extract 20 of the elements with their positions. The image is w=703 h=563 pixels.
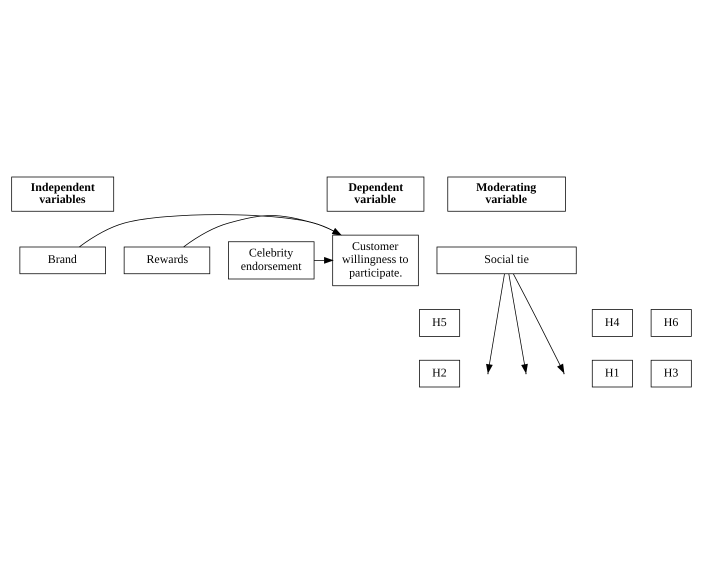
arrow — [314, 256, 334, 264]
arrow — [508, 273, 528, 374]
node-box: Brand — [20, 246, 106, 274]
node-box: Customer willingness to participate. — [332, 234, 419, 286]
node-box: Moderating variable — [447, 176, 566, 212]
node-box: H5 — [419, 308, 460, 336]
arrow — [78, 214, 342, 247]
node-box: Independent variables — [11, 176, 114, 212]
node-box: Celebrity endorsement — [228, 240, 314, 279]
node-box: H3 — [650, 359, 692, 387]
node-box: H2 — [419, 359, 460, 387]
arrow — [512, 272, 564, 374]
node-box: Dependent variable — [326, 176, 424, 212]
node-box: H6 — [650, 308, 692, 336]
arrow — [183, 214, 342, 247]
node-box: H1 — [592, 359, 633, 387]
arrow — [486, 273, 505, 374]
node-box: Rewards — [124, 246, 210, 274]
node-box: Social tie — [436, 246, 577, 274]
node-box: H4 — [592, 308, 633, 336]
